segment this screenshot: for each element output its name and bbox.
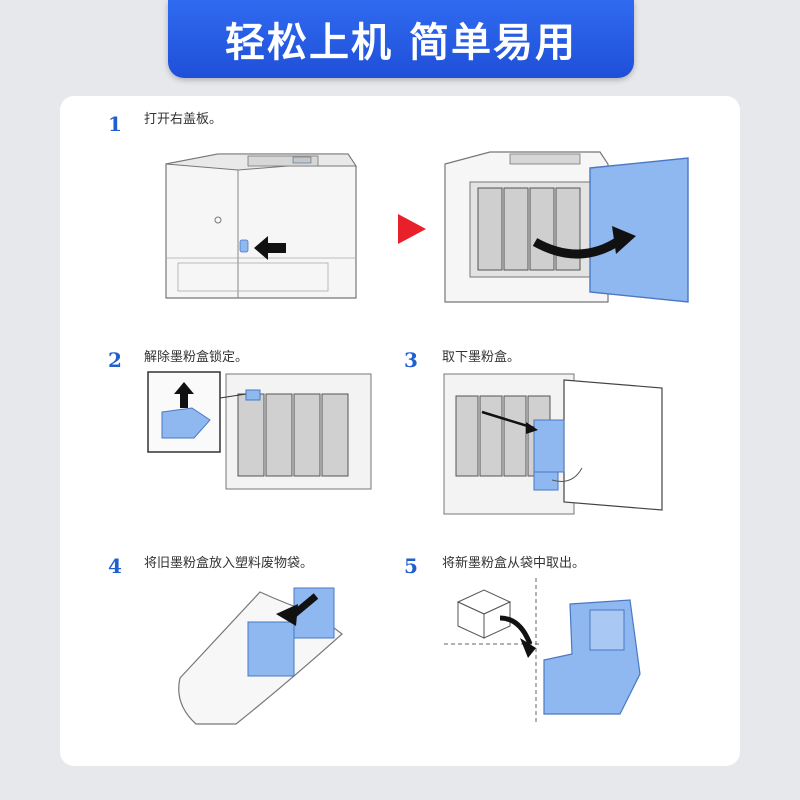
step-1-text: 打开右盖板。 [144, 112, 223, 127]
step-4-text: 将旧墨粉盒放入塑料废物袋。 [144, 556, 314, 571]
banner: 轻松上机 简单易用 [168, 0, 634, 78]
step-4-number: 4 [108, 554, 122, 578]
step-2-text: 解除墨粉盒锁定。 [144, 350, 249, 365]
printer-closed-illustration [158, 148, 363, 308]
printer-open-illustration [440, 142, 700, 312]
step-5-number: 5 [404, 554, 418, 578]
instruction-card: 1 打开右盖板。 2 解除墨粉盒锁定。 3 取下墨粉盒。 4 将旧墨粉盒放入塑料… [60, 96, 740, 766]
step-2-number: 2 [108, 348, 122, 372]
step-3-text: 取下墨粉盒。 [442, 350, 521, 365]
step-1-number: 1 [108, 112, 122, 136]
next-arrow-icon [398, 214, 426, 244]
bag-toner-illustration [166, 574, 356, 734]
step-3-number: 3 [404, 348, 418, 372]
new-toner-illustration [440, 574, 680, 734]
remove-toner-illustration [442, 368, 682, 518]
banner-title: 轻松上机 简单易用 [225, 20, 577, 66]
unlock-toner-illustration [146, 368, 376, 498]
step-5-text: 将新墨粉盒从袋中取出。 [442, 556, 586, 571]
